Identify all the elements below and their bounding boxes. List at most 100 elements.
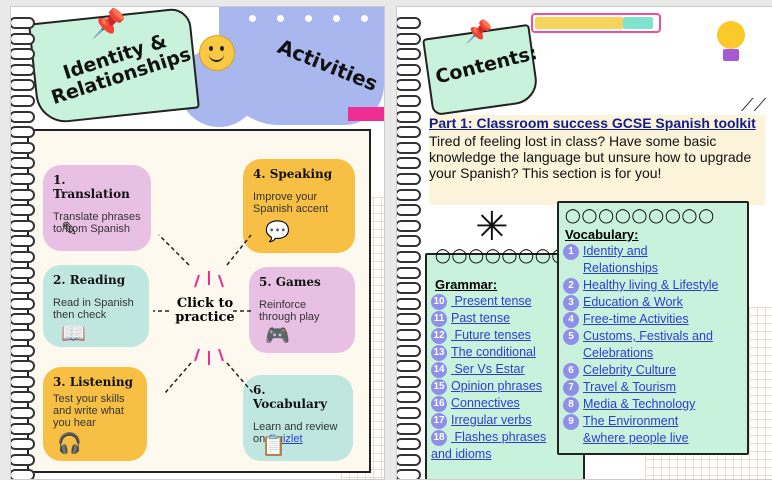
vocabulary-link[interactable]: Free-time Activities (583, 312, 689, 326)
spiral-ring (397, 173, 421, 185)
spiral-ring (397, 469, 421, 479)
vocabulary-link[interactable]: Relationships (583, 261, 659, 275)
vocabulary-link[interactable]: Celebrations (583, 346, 654, 360)
spiral-ring (11, 407, 35, 419)
pink-tape (348, 107, 384, 121)
spiral-ring (11, 79, 35, 92)
smiley-icon (199, 35, 235, 71)
number-badge: 17 (431, 412, 447, 429)
spiral-ring (397, 438, 421, 451)
card-reading[interactable]: 2. Reading Read in Spanish then check 📖 (43, 265, 149, 347)
grammar-link[interactable]: Connectives (451, 396, 520, 410)
card-text: Test your skills and write what you hear (53, 393, 125, 429)
spiral-ring (11, 469, 35, 479)
arrow (158, 234, 190, 266)
speech-bubble-icon: 💬 (265, 221, 290, 243)
spiral-ring (397, 141, 421, 154)
checklist-icon: 📋 (261, 435, 286, 457)
card-listening[interactable]: 3. Listening Test your skills and write … (43, 367, 147, 461)
spiral-ring (397, 95, 421, 107)
vocabulary-link[interactable]: &where people live (583, 431, 689, 445)
vocabulary-link[interactable]: Travel & Tourism (583, 380, 677, 394)
vocabulary-link[interactable]: Identity and (583, 244, 648, 258)
card-title: 4. Speaking (253, 167, 333, 181)
vocabulary-list-item-continuation[interactable]: Relationships (563, 260, 718, 277)
vocabulary-link[interactable]: Customs, Festivals and (583, 329, 713, 343)
vocabulary-link[interactable]: The Environment (583, 414, 679, 428)
grammar-link[interactable]: Past tense (451, 311, 511, 325)
spiral-ring (11, 422, 35, 435)
star-doodle-icon: ✳ (475, 205, 509, 249)
grammar-link[interactable]: Opinion phrases (451, 379, 543, 393)
vocabulary-heading: Vocabulary: (565, 227, 639, 242)
grammar-link[interactable]: and idioms (431, 447, 492, 461)
number-badge: 10 (431, 293, 447, 310)
number-badge: 12 (431, 327, 447, 344)
grammar-link[interactable]: The conditional (451, 345, 536, 359)
card-translation[interactable]: 1. Translation Translate phrases to/from… (43, 165, 151, 251)
spiral-ring (11, 266, 35, 279)
number-badge: 6 (563, 362, 579, 379)
pushpin-icon: 📌 (465, 19, 493, 44)
number-badge: 7 (563, 379, 579, 396)
vocabulary-list-item[interactable]: 8 Media & Technology (563, 396, 718, 413)
number-badge: 1 (563, 243, 579, 260)
number-badge: 8 (563, 396, 579, 413)
grammar-list-item[interactable]: 12 Future tenses (431, 327, 546, 344)
arrows-graphic (153, 234, 254, 394)
vocabulary-link[interactable]: Healthy living & Lifestyle (583, 278, 719, 292)
vocabulary-list-item[interactable]: 1 Identity and (563, 243, 718, 260)
grammar-link[interactable]: Irregular verbs (451, 413, 532, 427)
card-vocabulary[interactable]: 6. Vocabulary Learn and review on Quizle… (243, 375, 353, 461)
gamepad-icon: 🎮 (265, 325, 290, 347)
vocabulary-link[interactable]: Media & Technology (583, 397, 696, 411)
vocabulary-link[interactable]: Education & Work (583, 295, 683, 309)
grammar-heading: Grammar: (435, 277, 498, 292)
spiral-ring (397, 219, 421, 232)
right-notebook-page: ⟋⟋ Contents: 📌 Part 1: Classroom success… (396, 6, 772, 480)
click-to-practice-label[interactable]: Click to practice (175, 296, 235, 325)
spiral-ring (397, 17, 421, 29)
grammar-link[interactable]: Ser Vs Estar (451, 362, 525, 376)
vocabulary-list-item[interactable]: 6 Celebrity Culture (563, 362, 718, 379)
spiral-ring (397, 79, 421, 92)
card-speaking[interactable]: 4. Speaking Improve your Spanish accent … (243, 159, 355, 253)
part1-description: Tired of feeling lost in class? Have som… (429, 133, 752, 181)
spiral-ring (397, 157, 421, 170)
grammar-list-item[interactable]: 17 Irregular verbs (431, 412, 546, 429)
spiral-ring (397, 48, 421, 61)
card-text: Reinforce through play (259, 299, 320, 323)
grammar-link[interactable]: Flashes phrases (451, 430, 547, 444)
grammar-list-item[interactable]: 10 Present tense (431, 293, 546, 310)
progress-fill-secondary (623, 17, 653, 29)
quizlet-link[interactable]: Quizlet (268, 433, 303, 445)
spiral-ring (397, 360, 421, 373)
spiral-ring (11, 344, 35, 357)
spiral-ring (397, 282, 421, 295)
vocabulary-link[interactable]: Celebrity Culture (583, 363, 677, 377)
grammar-list-item[interactable]: 18 Flashes phrases (431, 429, 546, 446)
vocabulary-list-item-continuation[interactable]: Celebrations (563, 345, 718, 362)
grammar-list-item[interactable]: 14 Ser Vs Estar (431, 361, 546, 378)
grammar-list-item-continuation[interactable]: and idioms (431, 446, 546, 463)
spiral-ring (11, 313, 35, 326)
spiral-ring (11, 235, 35, 248)
binder-holes: ◯◯◯◯◯◯◯◯◯ (565, 207, 716, 223)
card-games[interactable]: 5. Games Reinforce through play 🎮 (249, 267, 355, 353)
grammar-link[interactable]: Future tenses (451, 328, 531, 342)
vocabulary-list-item-continuation[interactable]: &where people live (563, 430, 718, 447)
vocabulary-list-item[interactable]: 7 Travel & Tourism (563, 379, 718, 396)
part1-heading[interactable]: Part 1: Classroom success GCSE Spanish t… (429, 115, 756, 131)
dot (333, 15, 340, 22)
grammar-link[interactable]: Present tense (451, 294, 532, 308)
